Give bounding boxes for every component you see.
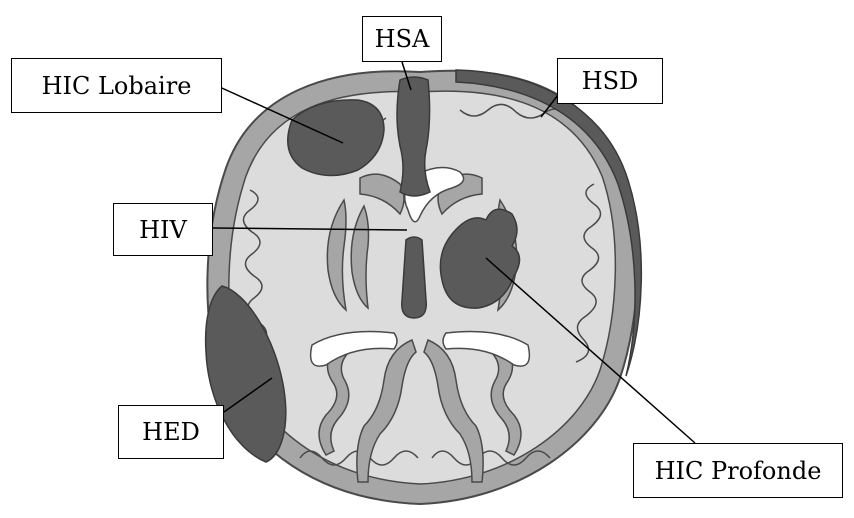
- label-hed: HED: [118, 405, 224, 459]
- subarachnoid-hemorrhage: [397, 77, 430, 196]
- label-hsd-text: HSD: [582, 69, 639, 93]
- label-hsa: HSA: [362, 16, 442, 62]
- label-hiv: HIV: [113, 203, 213, 256]
- label-hiv-text: HIV: [139, 218, 187, 242]
- label-hic-lobaire-text: HIC Lobaire: [42, 74, 192, 98]
- label-hsd: HSD: [557, 58, 663, 104]
- label-hed-text: HED: [142, 420, 200, 444]
- intraventricular-hemorrhage: [402, 237, 427, 318]
- label-hic-lobaire: HIC Lobaire: [11, 58, 222, 113]
- label-hsa-text: HSA: [375, 27, 430, 51]
- label-hic-profonde-text: HIC Profonde: [655, 459, 822, 483]
- label-hic-profonde: HIC Profonde: [633, 443, 843, 498]
